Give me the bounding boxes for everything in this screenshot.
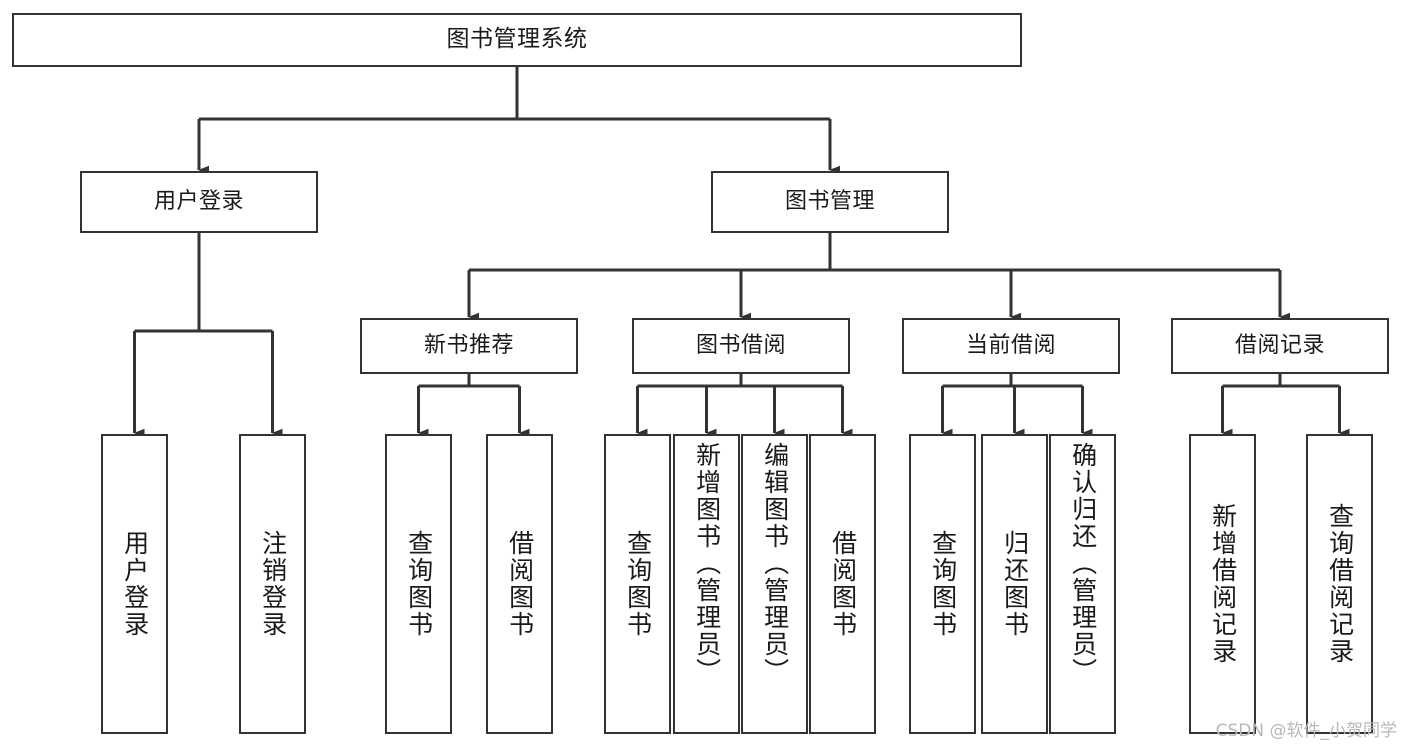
node-borrow-record[interactable]: 借阅记录 (1171, 318, 1389, 374)
node-leaf-add-book[interactable]: 新增图书（管理员） (673, 434, 740, 734)
node-user-login[interactable]: 用户登录 (80, 171, 318, 233)
node-label: 注销登录 (258, 530, 288, 638)
node-label: 归还图书 (1000, 530, 1030, 638)
node-leaf-query-book-borrow[interactable]: 查询图书 (604, 434, 671, 734)
node-leaf-borrow-book[interactable]: 借阅图书 (809, 434, 876, 734)
node-label: 查询图书 (404, 530, 434, 638)
node-leaf-borrow-book-recommend[interactable]: 借阅图书 (486, 434, 553, 734)
node-new-book-recommend[interactable]: 新书推荐 (360, 318, 578, 374)
node-label: 新增借阅记录 (1208, 503, 1238, 665)
node-label: 借阅记录 (1234, 333, 1325, 359)
node-leaf-query-borrow-record[interactable]: 查询借阅记录 (1306, 434, 1373, 734)
node-label: 查询图书 (928, 530, 958, 638)
node-label: 查询图书 (623, 530, 653, 638)
node-label: 用户登录 (120, 530, 150, 638)
node-label: 当前借阅 (965, 333, 1056, 359)
node-label: 借阅图书 (828, 530, 858, 638)
node-label: 确认归还（管理员） (1068, 442, 1098, 685)
node-current-borrow[interactable]: 当前借阅 (902, 318, 1120, 374)
node-label: 编辑图书（管理员） (760, 442, 790, 685)
node-label: 新增图书（管理员） (692, 442, 722, 685)
node-leaf-return-book[interactable]: 归还图书 (981, 434, 1048, 734)
node-label: 图书管理 (784, 189, 875, 215)
node-leaf-confirm-return[interactable]: 确认归还（管理员） (1049, 434, 1116, 734)
node-book-management[interactable]: 图书管理 (711, 171, 949, 233)
node-book-borrow[interactable]: 图书借阅 (632, 318, 850, 374)
node-leaf-add-borrow-record[interactable]: 新增借阅记录 (1189, 434, 1256, 734)
node-leaf-query-book-recommend[interactable]: 查询图书 (385, 434, 452, 734)
node-label: 新书推荐 (423, 333, 514, 359)
node-leaf-edit-book[interactable]: 编辑图书（管理员） (741, 434, 808, 734)
node-leaf-query-book-current[interactable]: 查询图书 (909, 434, 976, 734)
node-label: 图书借阅 (695, 333, 786, 359)
node-leaf-user-login[interactable]: 用户登录 (101, 434, 168, 734)
node-label: 查询借阅记录 (1325, 503, 1355, 665)
node-leaf-logout[interactable]: 注销登录 (239, 434, 306, 734)
node-label: 图书管理系统 (446, 26, 588, 53)
watermark-credit: CSDN @软件_小贺同学 (1215, 721, 1397, 741)
node-label: 借阅图书 (505, 530, 535, 638)
node-root[interactable]: 图书管理系统 (12, 13, 1022, 67)
node-label: 用户登录 (153, 189, 244, 215)
